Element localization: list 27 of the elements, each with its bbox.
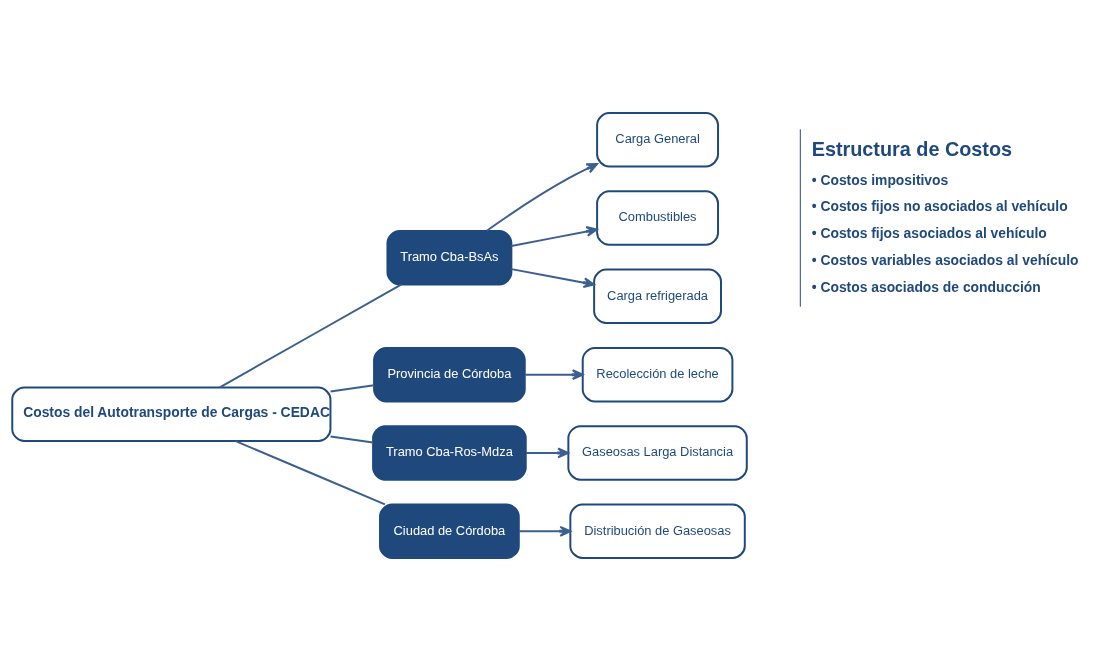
arrow — [485, 162, 598, 232]
node-box: Provincia de Córdoba — [373, 346, 526, 402]
node-box: Ciudad de Córdoba — [379, 503, 520, 559]
node-box: Distribución de Gaseosas — [569, 503, 746, 559]
connector — [329, 383, 375, 393]
node-box: Tramo Cba-Ros-Mdza — [372, 424, 527, 481]
node-box: Tramo Cba-BsAs — [386, 229, 513, 285]
node-box: Gaseosas Larga Distancia — [567, 424, 748, 481]
connector — [329, 434, 374, 443]
arrow — [510, 225, 598, 247]
node-box: Costos del Autotransporte de Cargas - CEDAC — [11, 386, 332, 442]
node-box: Combustibles — [596, 189, 719, 246]
node-box: Carga General — [596, 111, 719, 167]
label: • Costos fijos asociados al vehículo — [811, 224, 1047, 241]
label: • Costos variables asociados al vehículo — [811, 251, 1079, 268]
label: Estructura de Costos — [811, 137, 1013, 160]
node-box: Carga refrigerada — [593, 268, 722, 324]
arrow — [523, 368, 584, 380]
arrow — [518, 525, 572, 537]
connector — [218, 283, 403, 388]
arrow — [510, 267, 595, 288]
label: • Costos impositivos — [811, 171, 949, 188]
node-box: Recolección de leche — [581, 346, 734, 402]
connector — [234, 439, 386, 505]
arrow — [525, 447, 570, 458]
label: • Costos asociados de conducción — [811, 278, 1041, 295]
label: • Costos fijos no asociados al vehículo — [811, 197, 1068, 214]
